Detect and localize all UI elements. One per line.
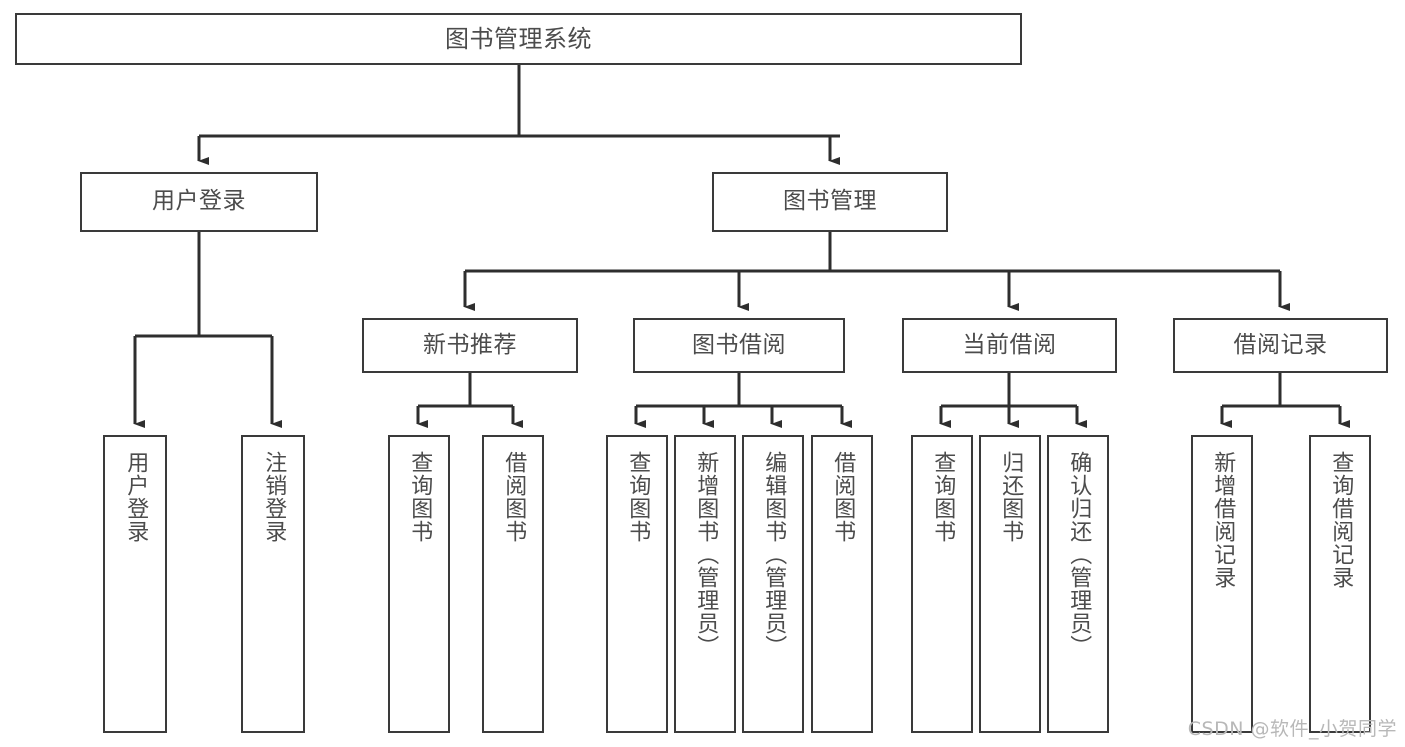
node-leaf-user-login-login-label: 用户登录 [123, 451, 149, 543]
node-leaf-user-login-logout-label: 注销登录 [261, 451, 287, 543]
node-leaf-new-book-borrow-label: 借阅图书 [501, 451, 527, 543]
node-book-manage[interactable]: 图书管理 [712, 172, 948, 232]
node-leaf-current-borrow-return[interactable]: 归还图书 [979, 435, 1041, 733]
node-book-manage-label: 图书管理 [783, 188, 877, 215]
node-leaf-book-borrow-add-label: 新增图书（管理员） [693, 451, 719, 658]
node-leaf-book-borrow-edit-label: 编辑图书（管理员） [761, 451, 787, 658]
node-leaf-current-borrow-query-label: 查询图书 [930, 451, 956, 543]
node-leaf-current-borrow-query[interactable]: 查询图书 [911, 435, 973, 733]
node-leaf-user-login-logout[interactable]: 注销登录 [241, 435, 305, 733]
node-user-login[interactable]: 用户登录 [80, 172, 318, 232]
node-leaf-book-borrow-borrow-label: 借阅图书 [830, 451, 856, 543]
node-leaf-current-borrow-confirm-return[interactable]: 确认归还（管理员） [1047, 435, 1109, 733]
node-leaf-current-borrow-confirm-return-label: 确认归还（管理员） [1066, 451, 1092, 658]
node-user-login-label: 用户登录 [152, 188, 246, 215]
node-leaf-book-borrow-query[interactable]: 查询图书 [606, 435, 668, 733]
node-current-borrow-label: 当前借阅 [962, 331, 1057, 358]
node-new-book-recommend-label: 新书推荐 [423, 331, 517, 358]
node-root-system-label: 图书管理系统 [445, 24, 592, 53]
node-leaf-borrow-record-add[interactable]: 新增借阅记录 [1191, 435, 1253, 733]
node-book-borrow-label: 图书借阅 [692, 331, 786, 358]
node-leaf-user-login-login[interactable]: 用户登录 [103, 435, 167, 733]
node-leaf-new-book-query-label: 查询图书 [407, 451, 433, 543]
node-leaf-borrow-record-add-label: 新增借阅记录 [1210, 451, 1236, 589]
node-current-borrow[interactable]: 当前借阅 [902, 318, 1117, 373]
node-new-book-recommend[interactable]: 新书推荐 [362, 318, 578, 373]
node-leaf-new-book-query[interactable]: 查询图书 [388, 435, 450, 733]
node-leaf-current-borrow-return-label: 归还图书 [998, 451, 1024, 543]
node-leaf-book-borrow-edit[interactable]: 编辑图书（管理员） [742, 435, 804, 733]
node-borrow-record[interactable]: 借阅记录 [1173, 318, 1388, 373]
node-leaf-borrow-record-query-label: 查询借阅记录 [1328, 451, 1354, 589]
node-borrow-record-label: 借阅记录 [1233, 331, 1328, 358]
node-leaf-book-borrow-add[interactable]: 新增图书（管理员） [674, 435, 736, 733]
node-book-borrow[interactable]: 图书借阅 [633, 318, 845, 373]
node-leaf-new-book-borrow[interactable]: 借阅图书 [482, 435, 544, 733]
csdn-watermark: CSDN @软件_小贺同学 [1187, 718, 1397, 740]
node-leaf-book-borrow-borrow[interactable]: 借阅图书 [811, 435, 873, 733]
node-root-system[interactable]: 图书管理系统 [15, 13, 1022, 65]
node-leaf-borrow-record-query[interactable]: 查询借阅记录 [1309, 435, 1371, 733]
node-leaf-book-borrow-query-label: 查询图书 [625, 451, 651, 543]
